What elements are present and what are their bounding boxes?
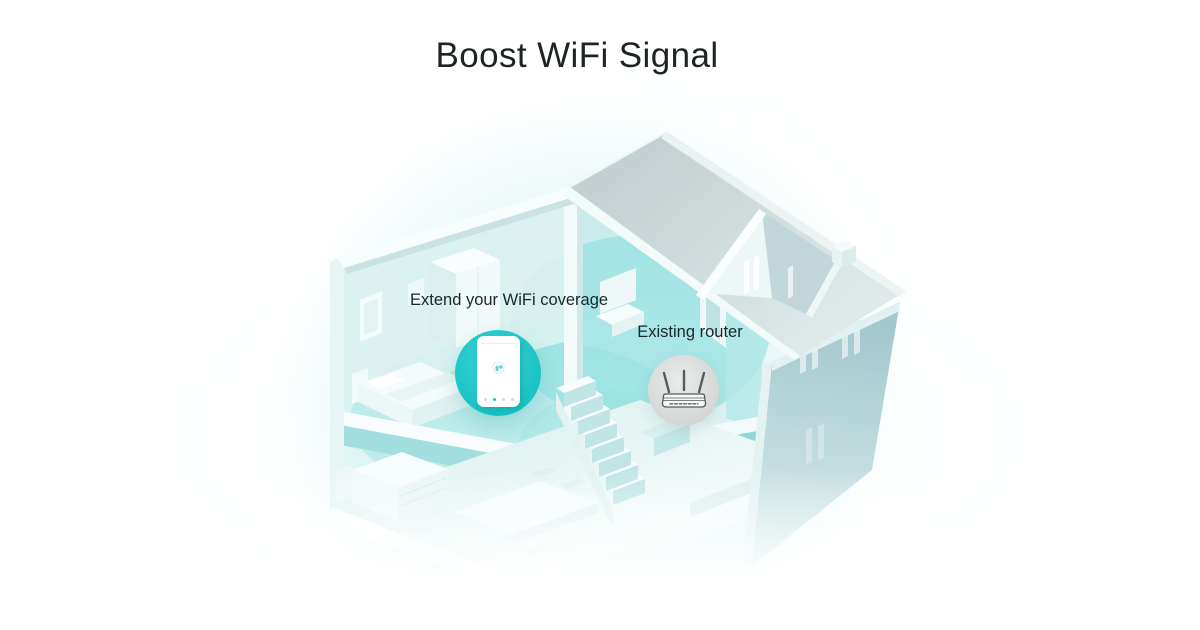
extender-led-row [477, 398, 520, 401]
router-highlight-circle [648, 355, 719, 426]
router-icon [661, 369, 707, 408]
extender-highlight-circle [455, 330, 541, 416]
router-label: Existing router [637, 323, 743, 341]
tp-link-logo-icon [492, 361, 505, 374]
extender-seam [481, 343, 516, 344]
extender-label: Extend your WiFi coverage [410, 291, 609, 309]
page-title: Boost WiFi Signal [435, 36, 719, 75]
range-extender-icon [477, 336, 520, 407]
